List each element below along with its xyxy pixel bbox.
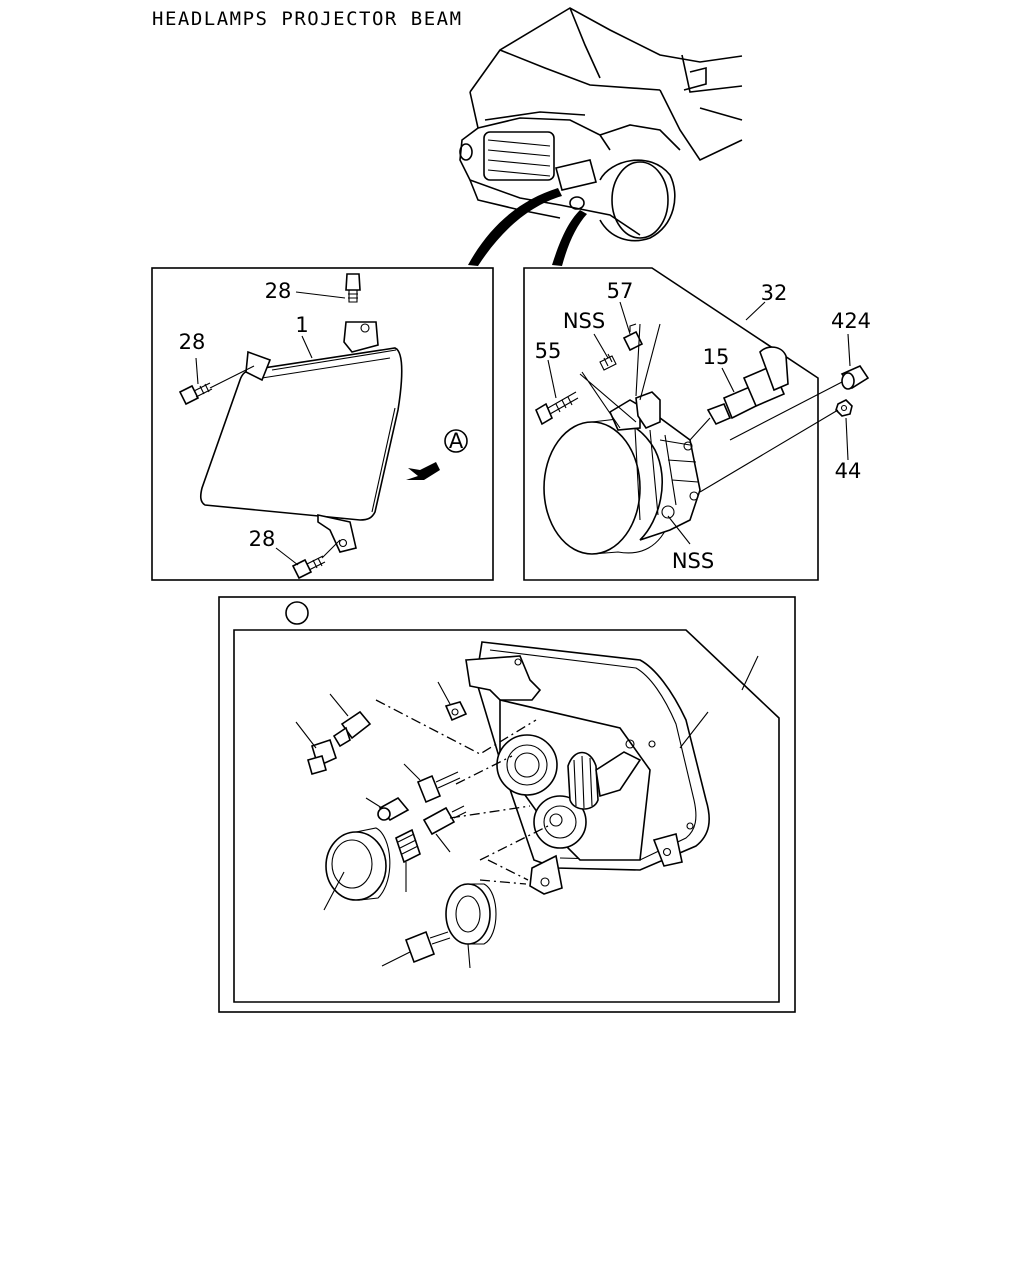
bulb-382d [416, 771, 461, 804]
fog-lamp-part [543, 391, 701, 555]
callout-15: 15 [703, 345, 730, 369]
grommet-13 [444, 701, 468, 722]
bolt-top [345, 273, 361, 303]
socket-382c [307, 738, 337, 775]
bolt-left [178, 382, 213, 406]
bulb-5d [404, 930, 451, 964]
callout-nss-top: NSS [563, 309, 605, 333]
grommet-424 [840, 364, 870, 390]
fog-lamp-panel-frame [523, 267, 819, 581]
callout-nss-bottom: NSS [672, 549, 714, 573]
screw-55 [534, 391, 579, 426]
callout-44: 44 [835, 459, 862, 483]
fog-lamp-panel: 57 NSS 55 32 15 424 44 NSS [523, 267, 871, 581]
view-a-panel [218, 596, 796, 1013]
view-direction-arrow [406, 462, 440, 480]
clip-57 [622, 323, 644, 352]
callout-55: 55 [535, 339, 562, 363]
view-marker-label: A [449, 429, 464, 453]
callout-32: 32 [761, 281, 788, 305]
callout-424: 424 [831, 309, 871, 333]
bolt-bottom [291, 555, 326, 580]
view-a-inner-frame [233, 629, 780, 1003]
headlamp-panel: A 28 1 28 28 [151, 267, 494, 581]
spring-nss [599, 353, 617, 371]
spring-135 [395, 828, 421, 864]
view-a-outer-frame [218, 596, 796, 1013]
vehicle-front-illustration [459, 7, 743, 266]
diagram-title: HEADLAMPS PROJECTOR BEAM [152, 8, 463, 30]
bulb-340 [377, 796, 410, 822]
callout-28-bottom: 28 [249, 527, 276, 551]
callout-28-left: 28 [179, 330, 206, 354]
bulb-15 [706, 346, 789, 426]
headlamp-lens-part [199, 321, 403, 553]
callout-1-lamp: 1 [295, 313, 308, 337]
headlamp-housing-part [465, 641, 710, 895]
bulb-5c [422, 805, 467, 836]
callout-28-top: 28 [265, 279, 292, 303]
nut-44 [835, 399, 853, 417]
socket-357 [332, 710, 372, 748]
cap-23b [445, 883, 497, 945]
view-a-marker-circle [285, 601, 309, 625]
headlamp-panel-frame [151, 267, 494, 581]
cap-23c [325, 827, 391, 901]
callout-57: 57 [607, 279, 634, 303]
view-marker-circle [444, 429, 468, 453]
